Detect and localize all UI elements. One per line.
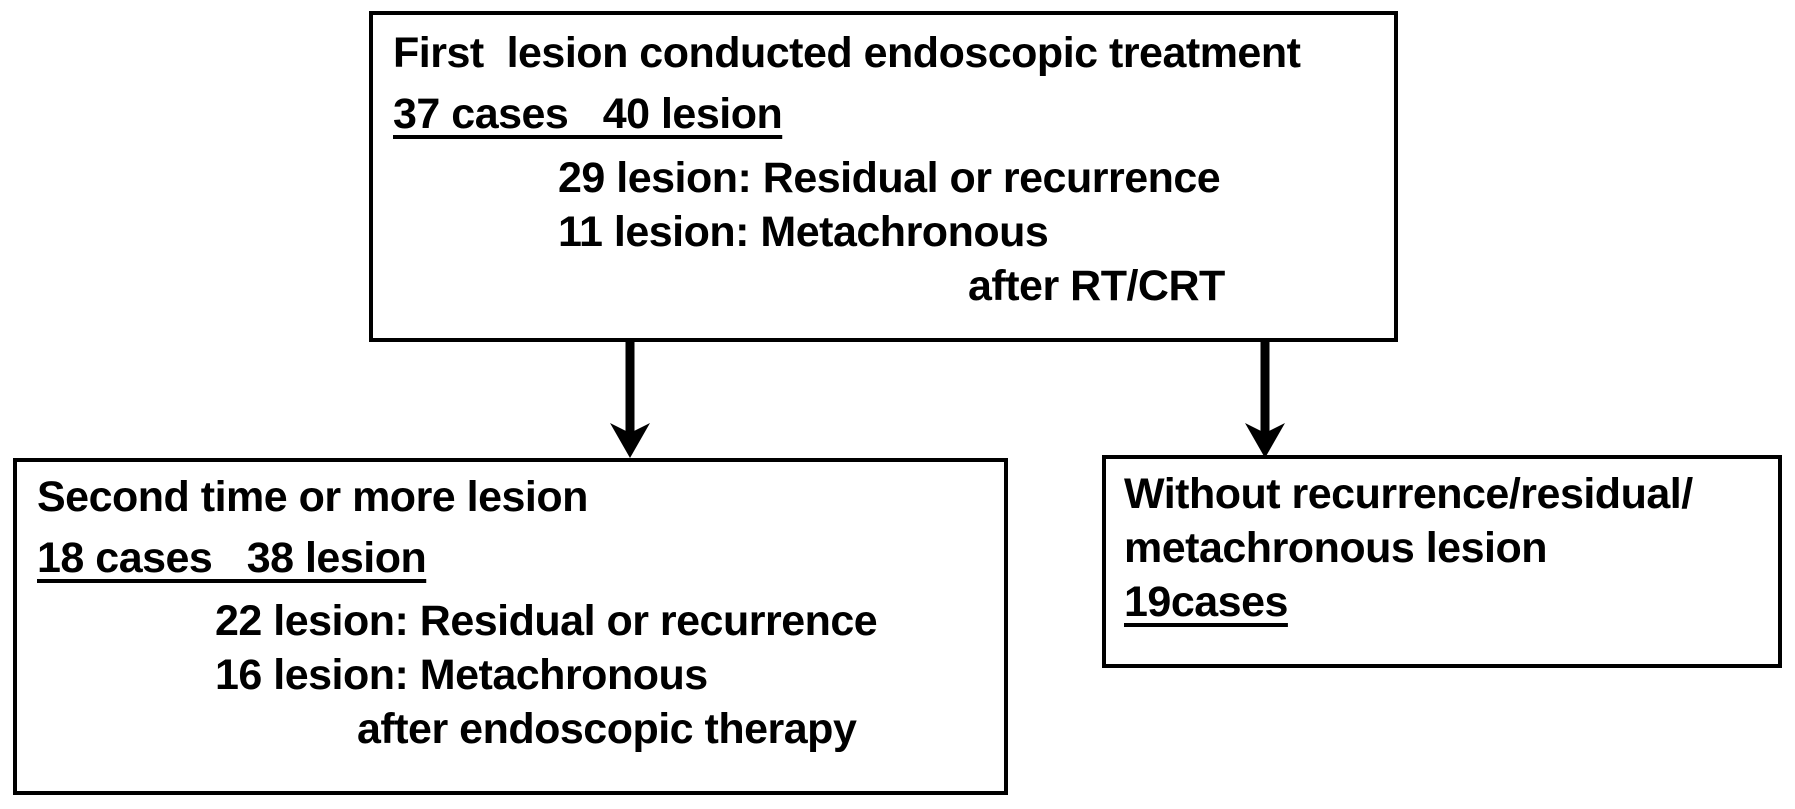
second-lesion-metachronous: 16 lesion: Metachronous [215,651,708,699]
without-recurrence-line-2: metachronous lesion [1124,524,1547,572]
second-lesion-counts: 18 cases 38 lesion [37,534,427,582]
arrow-down-icon [1245,341,1285,458]
node-second-lesion: Second time or more lesion 18 cases 38 l… [13,458,1008,795]
arrow-to-without-recurrence [1239,341,1291,464]
first-lesion-residual-recurrence: 29 lesion: Residual or recurrence [558,154,1221,202]
first-lesion-title: First lesion conducted endoscopic treatm… [393,29,1301,77]
first-lesion-counts: 37 cases 40 lesion [393,90,783,138]
arrow-down-icon [610,341,650,458]
arrow-to-second-lesion [604,341,656,464]
node-without-recurrence: Without recurrence/residual/ metachronou… [1102,455,1782,668]
first-lesion-after-treatment: after RT/CRT [968,262,1225,310]
first-lesion-metachronous: 11 lesion: Metachronous [558,208,1049,256]
second-lesion-after-treatment: after endoscopic therapy [357,705,857,753]
node-first-lesion: First lesion conducted endoscopic treatm… [369,11,1398,342]
second-lesion-title: Second time or more lesion [37,473,588,521]
without-recurrence-cases: 19cases [1124,578,1288,626]
without-recurrence-line-1: Without recurrence/residual/ [1124,470,1693,518]
second-lesion-residual-recurrence: 22 lesion: Residual or recurrence [215,597,878,645]
